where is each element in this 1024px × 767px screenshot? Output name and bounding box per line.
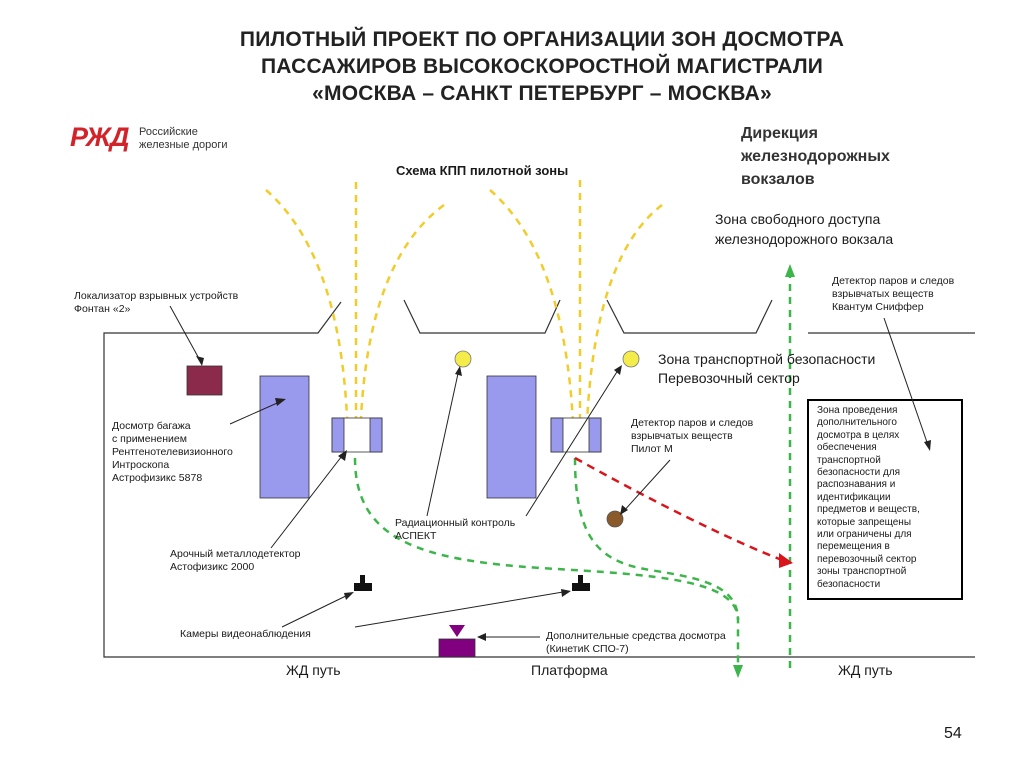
logo-text-2: железные дороги	[139, 139, 228, 151]
title-line-2: ПАССАЖИРОВ ВЫСОКОСКОРОСТНОЙ МАГИСТРАЛИ	[260, 55, 824, 78]
locator-label-1: Локализатор взрывных устройств	[74, 290, 239, 302]
box-line: зоны транспортной	[817, 566, 907, 578]
transport-zone-2: Перевозочный сектор	[658, 370, 800, 386]
baggage-label-5: Астрофизикс 5878	[112, 472, 203, 484]
baggage-label-1: Досмотр багажа	[112, 420, 191, 432]
pilot-detector-label-1: Детектор паров и следов	[631, 417, 754, 429]
box-line: досмотра в целях	[817, 429, 900, 441]
green-paths	[353, 275, 792, 668]
baggage-label-3: Рентгенотелевизионного	[112, 446, 233, 458]
box-line: дополнительного	[817, 417, 897, 429]
extra-inspection-label-2: (КинетиК СПО-7)	[546, 643, 629, 655]
explosive-locator	[186, 365, 223, 396]
title-line-3: «МОСКВА – САНКТ ПЕТЕРБУРГ – МОСКВА»	[312, 82, 772, 105]
metal-detector-1	[331, 417, 383, 453]
box-line: перемещения в	[817, 541, 890, 553]
box-line: идентификации	[817, 491, 891, 503]
directorate-line-2: железнодорожных	[741, 148, 890, 165]
baggage-label-2: с применением	[112, 433, 187, 445]
camera-2	[572, 575, 590, 591]
track-left-label: ЖД путь	[286, 662, 341, 678]
pointer-arrowheads	[196, 356, 931, 641]
extra-inspection-label-1: Дополнительные средства досмотра	[546, 630, 726, 642]
logo-text-1: Российские	[139, 126, 198, 138]
inspection-zone-box	[807, 399, 963, 600]
box-line: безопасности для	[817, 467, 901, 479]
box-line: предметов и веществ,	[817, 504, 920, 516]
rzd-logo: РЖД	[70, 122, 130, 152]
arch-detector-label-2: Астофизикс 2000	[170, 561, 255, 573]
track-right-label: ЖД путь	[838, 662, 893, 678]
xray-scanner-1	[259, 375, 310, 499]
green-arrow-up	[785, 264, 795, 277]
sniffer-label-2: взрывчатых веществ	[832, 288, 934, 300]
box-line: перевозочный сектор	[817, 553, 917, 565]
transport-zone-1: Зона транспортной безопасности	[658, 351, 876, 367]
pilot-detector-label-3: Пилот М	[631, 443, 673, 455]
vapor-detector-pilot	[606, 510, 624, 528]
xray-scanner-2	[486, 375, 537, 499]
sniffer-label-3: Квантум Сниффер	[832, 301, 924, 313]
yellow-paths	[265, 180, 663, 451]
pointer-lines	[169, 305, 930, 638]
cameras-label: Камеры видеонаблюдения	[180, 628, 311, 640]
sniffer-label-1: Детектор паров и следов	[832, 275, 955, 287]
pilot-detector-label-2: взрывчатых веществ	[631, 430, 733, 442]
box-line: которые запрещены	[817, 516, 912, 528]
directorate-line-3: вокзалов	[741, 171, 815, 188]
red-path	[574, 456, 783, 562]
inspection-zone-text: Зона проведения дополнительного досмотра…	[817, 405, 920, 591]
scheme-title: Схема КПП пилотной зоны	[396, 163, 569, 178]
box-line: обеспечения	[817, 442, 877, 454]
box-line: безопасности	[817, 578, 881, 590]
green-arrow-down	[733, 665, 743, 678]
radiation-label-1: Радиационный контроль	[395, 517, 516, 529]
kinetik-device	[438, 625, 476, 658]
box-line: или ограничены для	[817, 529, 912, 541]
baggage-label-4: Интроскопа	[112, 459, 170, 471]
box-line: Зона проведения	[817, 405, 898, 416]
red-arrow	[779, 553, 793, 568]
radiation-label-2: АСПЕКТ	[395, 530, 437, 542]
arch-detector-label-1: Арочный металлодетектор	[170, 548, 301, 560]
camera-1	[354, 575, 372, 591]
box-line: распознавания и	[817, 479, 896, 491]
title-line-1: ПИЛОТНЫЙ ПРОЕКТ ПО ОРГАНИЗАЦИИ ЗОН ДОСМО…	[239, 28, 845, 51]
radiation-sensor-1	[454, 350, 472, 368]
building-outline	[103, 299, 975, 658]
free-access-zone-2: железнодорожного вокзала	[715, 231, 894, 247]
directorate-line-1: Дирекция	[741, 125, 818, 142]
free-access-zone-1: Зона свободного доступа	[715, 211, 881, 227]
locator-label-2: Фонтан «2»	[74, 303, 131, 315]
page-number: 54	[944, 725, 962, 742]
box-line: транспортной	[817, 454, 881, 466]
radiation-sensor-2	[622, 350, 640, 368]
metal-detector-2	[550, 417, 602, 453]
platform-label: Платформа	[531, 662, 608, 678]
